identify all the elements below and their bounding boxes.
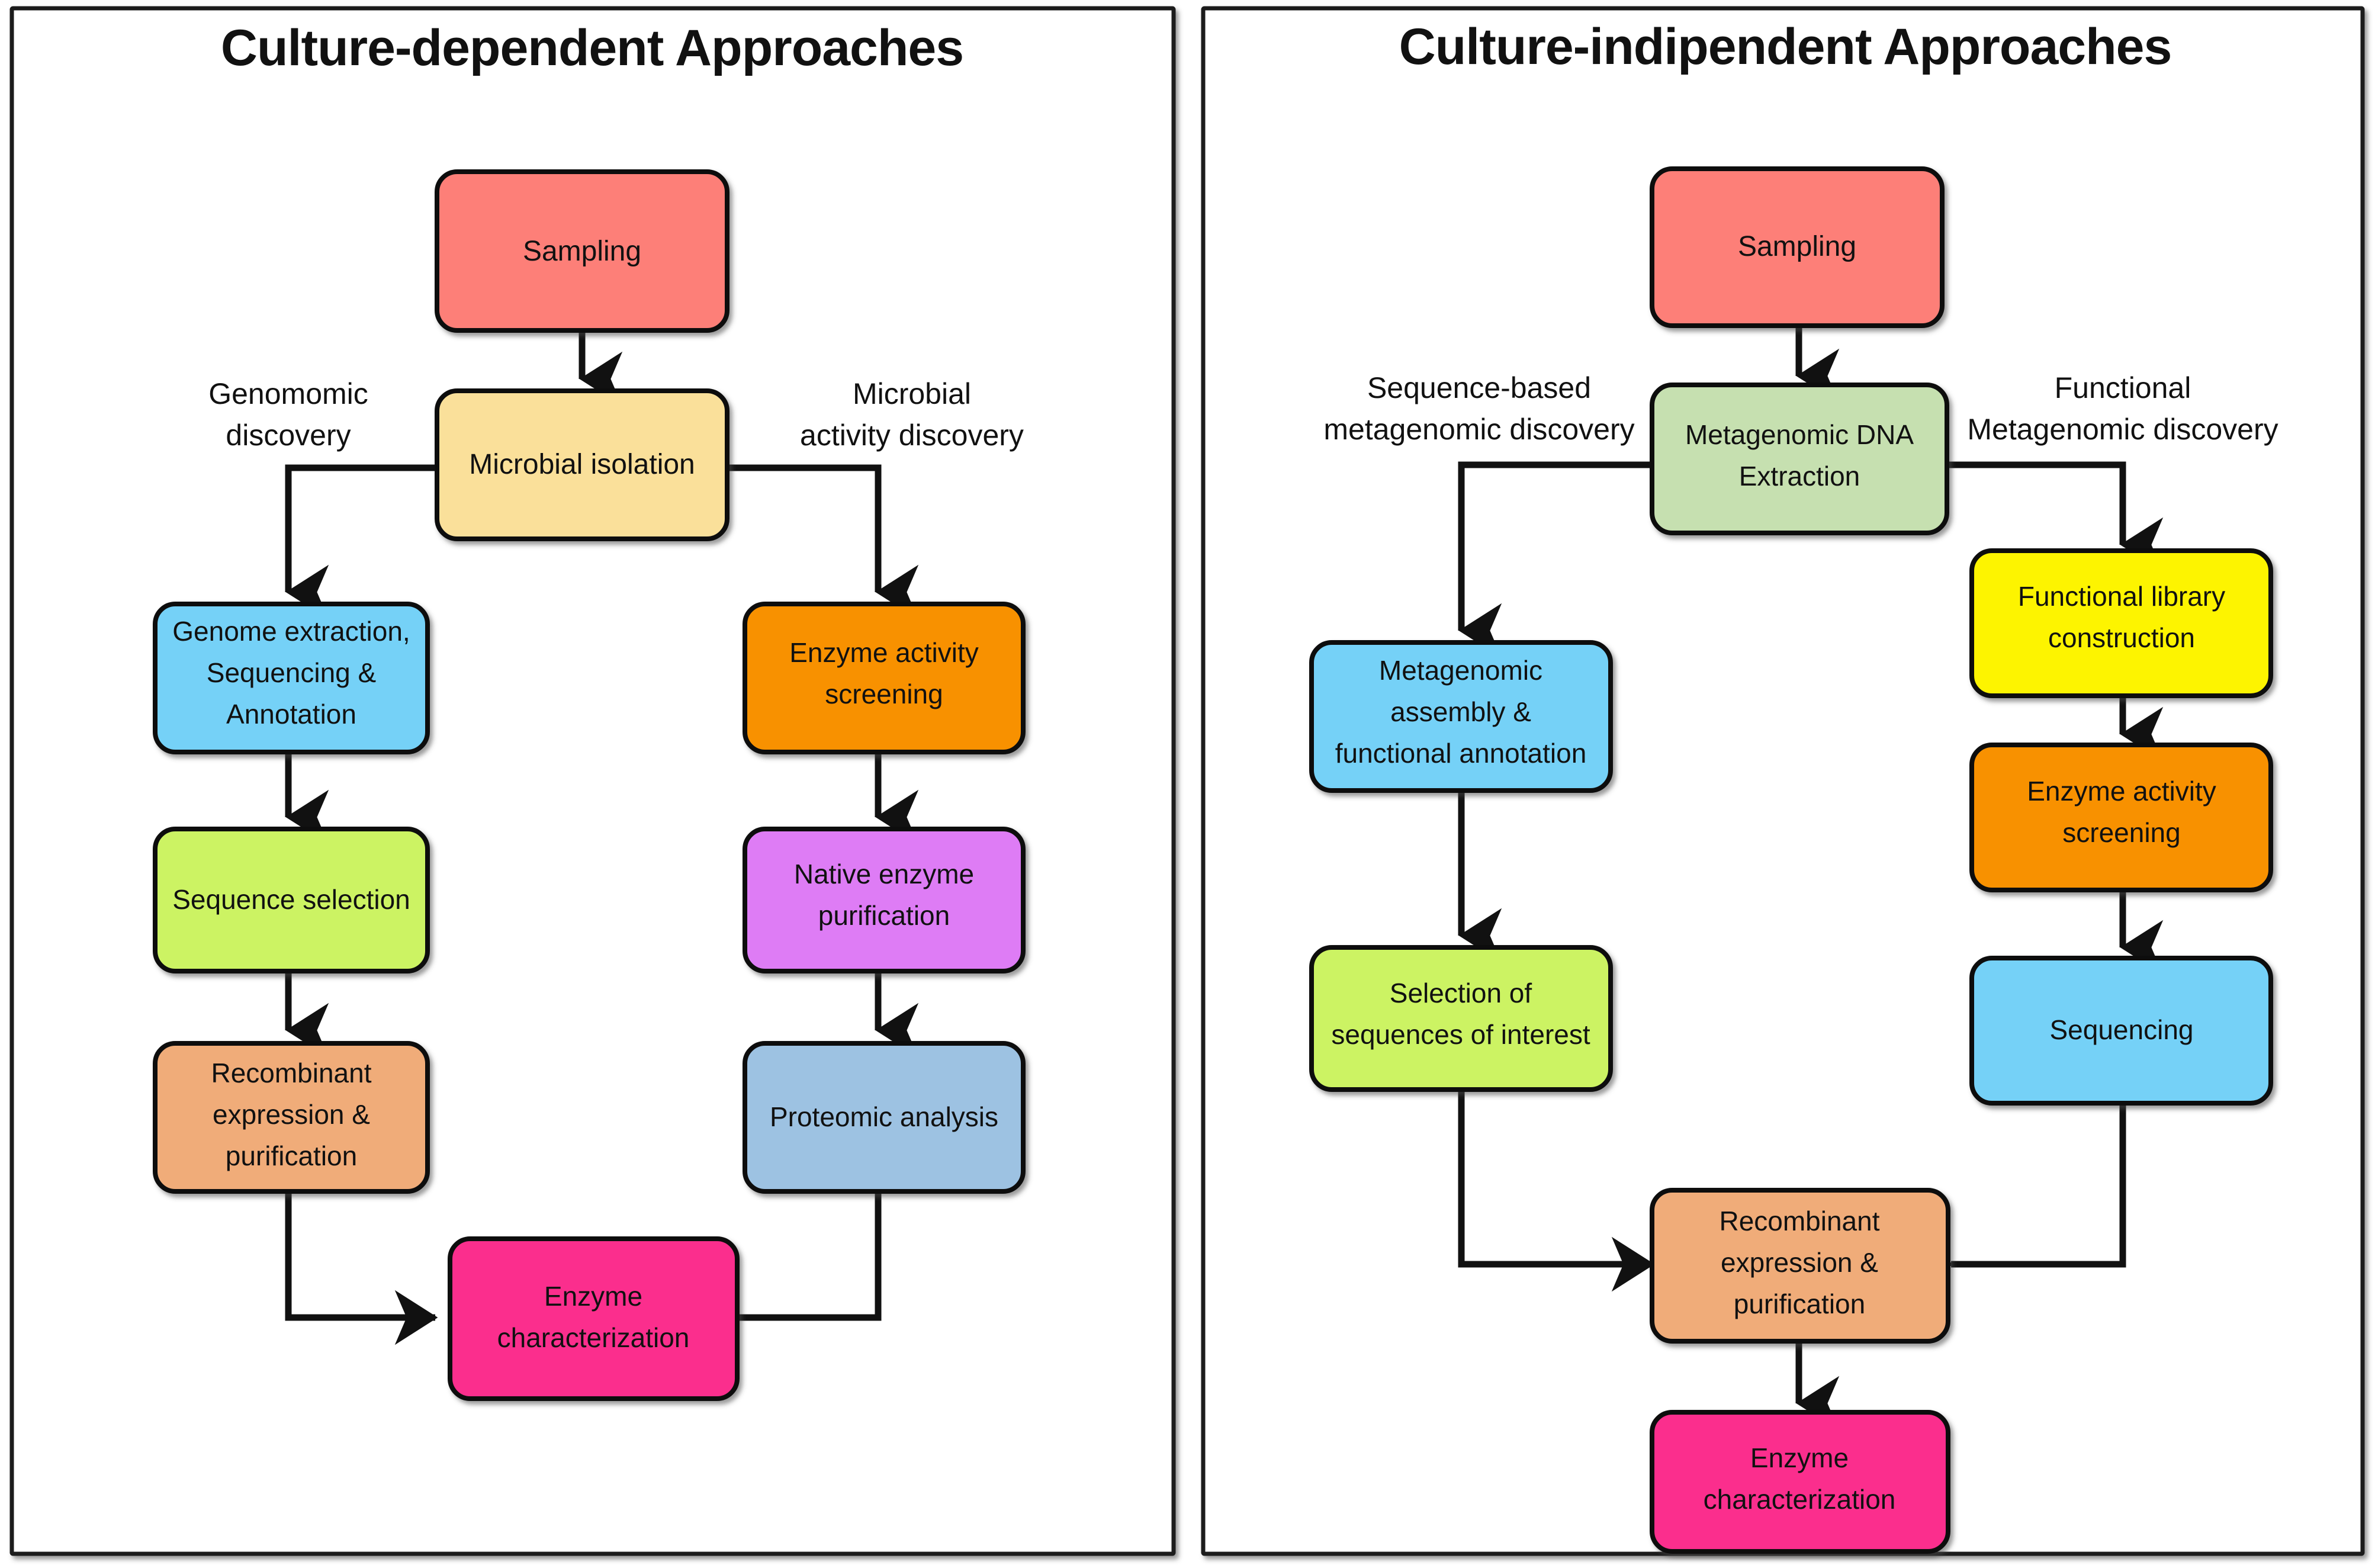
node-genome-extraction-line3: Annotation xyxy=(226,699,356,730)
node-metagenomic-assembly-rect[interactable] xyxy=(1309,640,1613,793)
node-enzyme-characterization[interactable]: Enzyme characterization xyxy=(448,1236,740,1401)
panel-title-right: Culture-indipendent Approaches xyxy=(1399,18,2172,75)
node-native-enzyme-purification-line1: Native enzyme xyxy=(794,859,974,889)
node-metagenomic-assembly[interactable]: Metagenomic assembly & functional annota… xyxy=(1309,640,1613,793)
branch-label-line2: Metagenomic discovery xyxy=(1967,413,2278,446)
node-enzyme-activity-screening-line1: Enzyme activity xyxy=(2027,776,2216,807)
node-native-enzyme-purification[interactable]: Native enzyme purification xyxy=(743,827,1026,973)
edge-selection-of-sequences-to-recombinant-expression xyxy=(1458,1084,1655,1292)
node-native-enzyme-purification-line2: purification xyxy=(818,900,950,931)
panel-culture-independent: Culture-indipendent Approaches Sequence-… xyxy=(1201,6,2365,1556)
node-enzyme-characterization-rect[interactable] xyxy=(1650,1410,1950,1554)
node-sequencing[interactable]: Sequencing xyxy=(1969,956,2273,1106)
branch-label-functional-metagenomic-discovery: Functional Metagenomic discovery xyxy=(1967,371,2278,446)
node-selection-of-sequences-line1: Selection of xyxy=(1390,978,1532,1008)
branch-label-genomic-discovery: Genomomic discovery xyxy=(208,377,368,452)
node-functional-library-rect[interactable] xyxy=(1969,548,2273,698)
node-microbial-isolation[interactable]: Microbial isolation xyxy=(435,388,729,541)
node-recombinant-expression-line1: Recombinant xyxy=(211,1058,371,1088)
node-sampling[interactable]: Sampling xyxy=(435,169,729,333)
node-enzyme-characterization[interactable]: Enzyme characterization xyxy=(1650,1410,1950,1554)
node-sampling-label: Sampling xyxy=(523,236,641,267)
node-metagenomic-assembly-line3: functional annotation xyxy=(1335,738,1587,769)
node-microbial-isolation-label: Microbial isolation xyxy=(469,449,695,480)
node-enzyme-activity-screening-rect[interactable] xyxy=(1969,743,2273,892)
node-proteomic-analysis[interactable]: Proteomic analysis xyxy=(743,1041,1026,1194)
node-sampling[interactable]: Sampling xyxy=(1650,166,1945,328)
node-proteomic-analysis-label: Proteomic analysis xyxy=(770,1101,998,1132)
node-functional-library[interactable]: Functional library construction xyxy=(1969,548,2273,698)
node-recombinant-expression-line3: purification xyxy=(1734,1289,1865,1319)
node-enzyme-characterization-rect[interactable] xyxy=(448,1236,740,1401)
edge-recombinant-expression-to-enzyme-characterization xyxy=(285,1190,438,1345)
node-enzyme-activity-screening-line1: Enzyme activity xyxy=(789,637,979,668)
branch-label-microbial-activity-discovery: Microbial activity discovery xyxy=(800,377,1024,452)
node-sequence-selection[interactable]: Sequence selection xyxy=(153,827,430,973)
node-genome-extraction-line2: Sequencing & xyxy=(207,657,376,688)
node-enzyme-activity-screening[interactable]: Enzyme activity screening xyxy=(1969,743,2273,892)
node-recombinant-expression-line3: purification xyxy=(226,1140,357,1171)
node-enzyme-activity-screening-rect[interactable] xyxy=(743,602,1026,754)
node-sequencing-rect[interactable] xyxy=(1969,956,2273,1106)
node-native-enzyme-purification-rect[interactable] xyxy=(743,827,1026,973)
node-sequencing-label: Sequencing xyxy=(2050,1014,2194,1045)
node-enzyme-characterization-line2: characterization xyxy=(497,1322,690,1353)
node-sampling-label: Sampling xyxy=(1738,231,1856,262)
node-selection-of-sequences-rect[interactable] xyxy=(1309,945,1613,1092)
node-sampling-rect[interactable] xyxy=(1650,166,1945,328)
branch-label-sequence-based-metagenomic-discovery: Sequence-based metagenomic discovery xyxy=(1323,371,1634,446)
node-metagenomic-dna-extraction-line1: Metagenomic DNA xyxy=(1685,419,1914,450)
node-metagenomic-dna-extraction-line2: Extraction xyxy=(1739,461,1860,491)
node-metagenomic-dna-extraction-rect[interactable] xyxy=(1650,383,1949,535)
panel-culture-dependent: Culture-dependent Approaches Genomomic d… xyxy=(9,6,1176,1556)
node-recombinant-expression[interactable]: Recombinant expression & purification xyxy=(1650,1188,1950,1344)
branch-label-line1: Sequence-based xyxy=(1367,371,1591,404)
node-metagenomic-assembly-line1: Metagenomic xyxy=(1379,655,1542,686)
node-sequence-selection-rect[interactable] xyxy=(153,827,430,973)
edge-microbial-isolation-to-enzyme-activity-screening xyxy=(728,464,919,620)
node-sampling-rect[interactable] xyxy=(435,169,729,333)
branch-label-line1: Microbial xyxy=(853,377,971,410)
panel-title-left: Culture-dependent Approaches xyxy=(221,20,963,76)
branch-label-line1: Functional xyxy=(2055,371,2191,404)
node-genome-extraction-line1: Genome extraction, xyxy=(172,616,410,647)
node-recombinant-expression-line2: expression & xyxy=(1721,1247,1878,1278)
edge-metagenomic-dna-to-metagenomic-assembly xyxy=(1458,461,1652,658)
node-sequence-selection-label: Sequence selection xyxy=(172,884,410,915)
node-microbial-isolation-rect[interactable] xyxy=(435,388,729,541)
edge-proteomic-analysis-to-enzyme-characterization xyxy=(698,1190,882,1345)
node-selection-of-sequences-line2: sequences of interest xyxy=(1331,1019,1590,1050)
edge-metagenomic-dna-to-functional-library xyxy=(1947,461,2164,573)
node-recombinant-expression[interactable]: Recombinant expression & purification xyxy=(153,1041,430,1194)
node-genome-extraction-rect[interactable] xyxy=(153,602,430,754)
node-recombinant-expression-rect[interactable] xyxy=(153,1041,430,1194)
node-recombinant-expression-line2: expression & xyxy=(213,1099,370,1130)
branch-label-line1: Genomomic xyxy=(208,377,368,410)
node-recombinant-expression-rect[interactable] xyxy=(1650,1188,1950,1344)
node-metagenomic-dna-extraction[interactable]: Metagenomic DNA Extraction xyxy=(1650,383,1949,535)
node-selection-of-sequences[interactable]: Selection of sequences of interest xyxy=(1309,945,1613,1092)
node-proteomic-analysis-rect[interactable] xyxy=(743,1041,1026,1194)
node-recombinant-expression-line1: Recombinant xyxy=(1719,1206,1879,1236)
node-enzyme-characterization-line1: Enzyme xyxy=(544,1281,642,1312)
branch-label-line2: metagenomic discovery xyxy=(1323,413,1634,446)
edge-microbial-isolation-to-genome-extraction xyxy=(285,464,437,620)
node-genome-extraction[interactable]: Genome extraction, Sequencing & Annotati… xyxy=(153,602,430,754)
node-enzyme-characterization-line1: Enzyme xyxy=(1750,1442,1849,1473)
node-functional-library-line1: Functional library xyxy=(2018,581,2225,612)
branch-label-line2: activity discovery xyxy=(800,419,1024,452)
node-enzyme-characterization-line2: characterization xyxy=(1704,1484,1896,1515)
branch-label-line2: discovery xyxy=(226,419,351,452)
edge-sequencing-to-recombinant-expression xyxy=(1910,1095,2126,1292)
node-enzyme-activity-screening[interactable]: Enzyme activity screening xyxy=(743,602,1026,754)
node-functional-library-line2: construction xyxy=(2048,622,2195,653)
node-enzyme-activity-screening-line2: screening xyxy=(2062,817,2180,848)
node-metagenomic-assembly-line2: assembly & xyxy=(1390,696,1531,727)
node-enzyme-activity-screening-line2: screening xyxy=(825,679,943,709)
